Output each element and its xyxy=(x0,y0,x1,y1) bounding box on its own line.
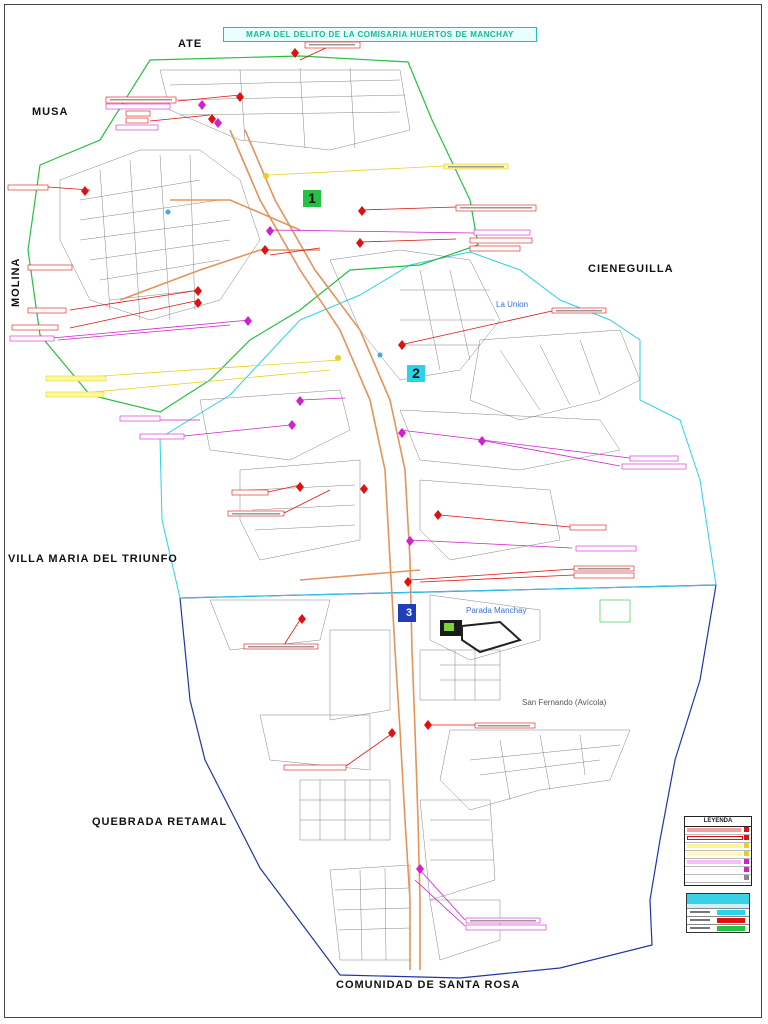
drug-leaders xyxy=(71,165,445,395)
drug-markers xyxy=(263,173,341,361)
address-labels xyxy=(7,41,687,931)
legend-row-robbery xyxy=(685,827,751,835)
legend-row-robbery-2 xyxy=(685,835,751,843)
legend-row-theft xyxy=(685,859,751,867)
sectors-row-1 xyxy=(687,908,749,916)
robbery-markers xyxy=(81,48,442,738)
sector-3-station xyxy=(398,604,416,622)
region-quebrada-retamal: QUEBRADA RETAMAL xyxy=(92,816,228,828)
theft-markers xyxy=(198,100,486,874)
robbery-leaders xyxy=(47,45,575,767)
sector-3-boundary xyxy=(179,584,717,979)
legend: LEYENDA xyxy=(684,816,752,886)
map-frame xyxy=(4,4,762,1018)
legend-row-theft-2 xyxy=(685,867,751,875)
legend-row-drugs xyxy=(685,843,751,851)
map-title: MAPA DEL DELITO DE LA COMISARIA HUERTOS … xyxy=(223,27,537,42)
nature-reserve-marker xyxy=(599,599,631,623)
sectors-table-header xyxy=(687,894,749,904)
sector-3-badge: 3 xyxy=(405,607,413,619)
region-molina: MOLINA xyxy=(10,257,22,307)
legend-row-other xyxy=(685,875,751,883)
place-san-fernando: San Fernando (Avícola) xyxy=(522,698,607,707)
urban-blocks xyxy=(59,67,641,961)
theft-leaders xyxy=(51,229,631,927)
parada-manchay-block xyxy=(440,620,522,654)
region-ate: ATE xyxy=(178,38,203,50)
sectors-table xyxy=(686,893,750,933)
sector-2-badge: 2 xyxy=(407,365,425,382)
sectors-row-2 xyxy=(687,916,749,924)
region-santa-rosa: COMUNIDAD DE SANTA ROSA xyxy=(336,979,521,991)
sectors-row-3 xyxy=(687,924,749,932)
police-markers xyxy=(165,209,383,358)
sector-1-boundary xyxy=(27,55,479,413)
region-villa-maria: VILLA MARIA DEL TRIUNFO xyxy=(8,553,178,565)
legend-row-drugs-2 xyxy=(685,851,751,859)
place-parada-manchay: Parada Manchay xyxy=(466,606,527,615)
region-musa: MUSA xyxy=(32,106,69,118)
legend-title: LEYENDA xyxy=(685,817,751,827)
place-la-union: La Union xyxy=(496,300,529,309)
sector-1-badge: 1 xyxy=(303,190,321,207)
main-roads xyxy=(119,129,421,970)
region-cieneguilla: CIENEGUILLA xyxy=(588,263,674,275)
